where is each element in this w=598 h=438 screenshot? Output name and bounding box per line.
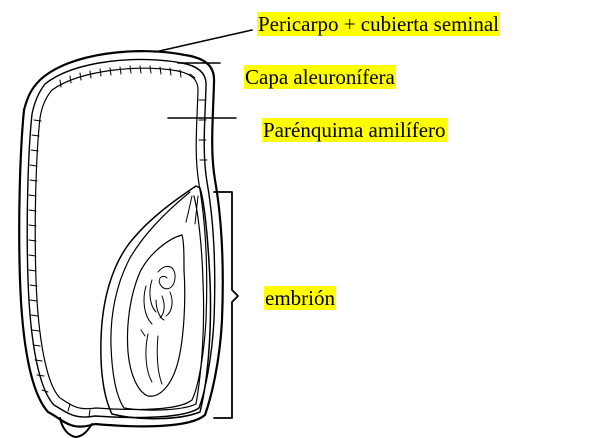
plumule-folds (144, 266, 175, 324)
label-pericarp-text: Pericarpo + cubierta seminal (257, 12, 500, 36)
aleurone-outer-line (27, 59, 215, 417)
basal-tip (60, 418, 92, 437)
aleurone-inner-line (35, 68, 207, 409)
scutellar-channel (186, 196, 198, 224)
radicle-lines (141, 330, 162, 384)
aleurone-hatching-left (29, 120, 48, 392)
embryo-axis (128, 235, 185, 396)
label-aleurone-text: Capa aleuronífera (244, 65, 396, 89)
label-parenchyma-text: Parénquima amilífero (262, 118, 447, 142)
label-pericarp: Pericarpo + cubierta seminal (257, 12, 500, 36)
label-embryo-text: embrión (264, 286, 336, 310)
label-aleurone: Capa aleuronífera (244, 65, 396, 89)
grain-outer-outline (19, 51, 223, 427)
leader-pericarp (155, 30, 252, 52)
label-embryo: embrión (264, 286, 336, 310)
label-parenchyma: Parénquima amilífero (262, 118, 447, 142)
embryo-bracket (214, 192, 238, 418)
embryo-inner (111, 192, 204, 410)
